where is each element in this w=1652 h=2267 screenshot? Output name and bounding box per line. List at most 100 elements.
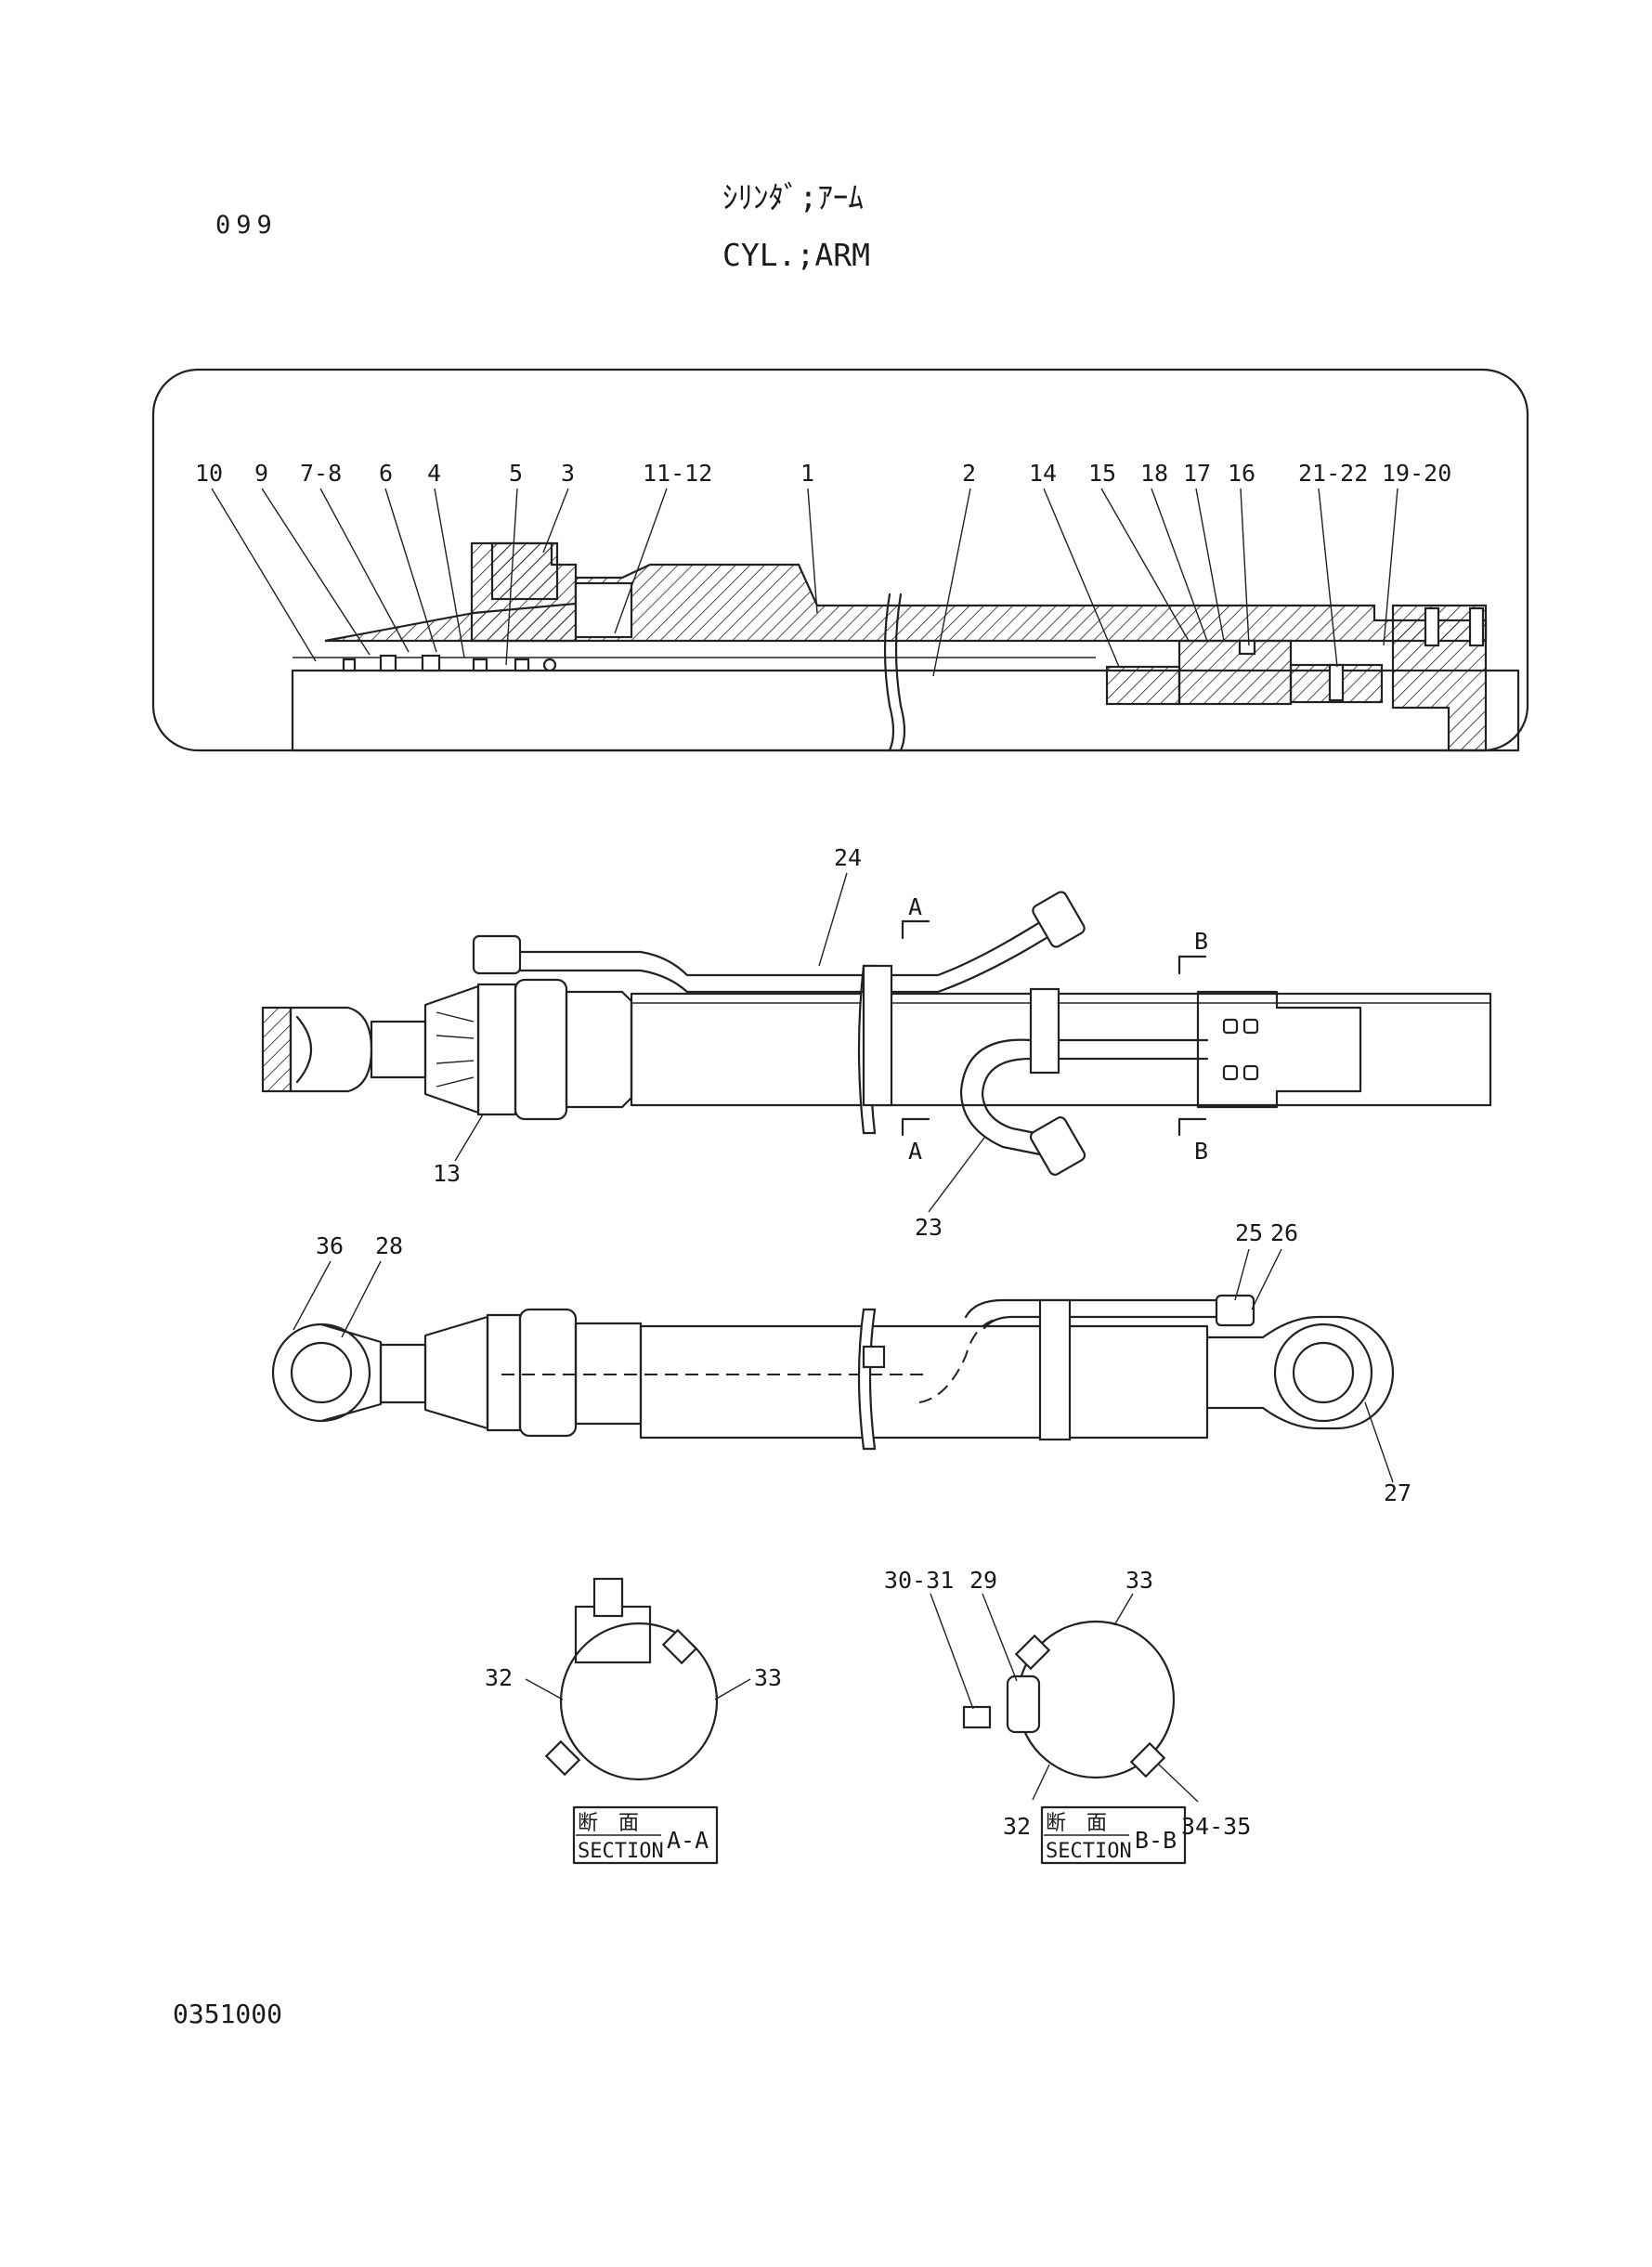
callout-33-a: 33 xyxy=(754,1664,782,1691)
title-japanese: ｼﾘﾝﾀﾞ;ｱｰﾑ xyxy=(722,179,864,215)
section-b-label-id: B-B xyxy=(1135,1827,1177,1854)
rod-eye-bore xyxy=(290,1341,353,1404)
leader-30-31 xyxy=(930,1593,974,1710)
side-gland-taper xyxy=(423,1315,489,1430)
section-b-bolt xyxy=(962,1705,992,1729)
leader-32-b xyxy=(1032,1764,1050,1801)
piston xyxy=(1105,665,1181,706)
section-b-label-en: SECTION xyxy=(1046,1840,1132,1863)
section-a-clamp-bolt-bottom xyxy=(544,1739,581,1777)
side-pipe-lower xyxy=(982,1315,1228,1330)
section-b-bracket xyxy=(1006,1674,1041,1734)
pipe-23-bend-outer xyxy=(959,1038,1051,1158)
callout-36: 36 xyxy=(316,1232,344,1259)
rod-neck xyxy=(370,1020,427,1079)
callout-3: 3 xyxy=(561,460,575,487)
side-clamp xyxy=(1038,1298,1072,1441)
pipe-hidden-line xyxy=(918,1318,999,1403)
clamp-b xyxy=(1029,987,1060,1075)
callout-28: 28 xyxy=(375,1232,403,1259)
section-b-clamp-bolt-bottom xyxy=(1129,1741,1166,1778)
section-a-label-box xyxy=(572,1805,719,1865)
callout-18: 18 xyxy=(1140,460,1168,487)
callout-26: 26 xyxy=(1270,1219,1298,1246)
section-b-clamp-bolt-top xyxy=(1014,1634,1051,1671)
section-a-barrel xyxy=(559,1622,719,1781)
bottom-eye-outer xyxy=(1273,1322,1373,1423)
callout-19-20: 19-20 xyxy=(1382,460,1451,487)
cylinder-head xyxy=(514,978,568,1121)
callout-13: 13 xyxy=(433,1160,461,1187)
callout-30-31: 30-31 xyxy=(884,1567,954,1594)
callout-21-22: 21-22 xyxy=(1298,460,1368,487)
callout-32-a: 32 xyxy=(485,1664,513,1691)
section-b-b-view: 30-31 29 33 32 34-35 断 面 SECTION B-B xyxy=(884,1567,1251,1865)
leader-23 xyxy=(928,1137,985,1213)
side-cylinder-head xyxy=(518,1308,578,1438)
clamp-a xyxy=(862,964,893,1107)
callout-11-12: 11-12 xyxy=(643,460,712,487)
callout-6: 6 xyxy=(379,460,393,487)
callout-27: 27 xyxy=(1384,1479,1411,1506)
bottom-eye-body xyxy=(1205,1315,1395,1430)
side-gland-flange xyxy=(486,1313,522,1432)
section-a-a-view: 32 33 断 面 SECTION A-A xyxy=(485,1577,782,1865)
break-line-right xyxy=(894,593,906,752)
section-b-label-jp: 断 面 xyxy=(1046,1812,1107,1835)
leader-25 xyxy=(1234,1248,1250,1301)
callout-9: 9 xyxy=(254,460,268,487)
section-a-fitting xyxy=(592,1577,624,1618)
callout-17: 17 xyxy=(1183,460,1211,487)
bottom-eye-top xyxy=(1196,990,1362,1109)
piston-body xyxy=(1177,639,1293,706)
detail-callout-labels: 10 9 7-8 6 4 5 3 11-12 1 2 14 15 18 17 1… xyxy=(195,460,1451,487)
threaded-port xyxy=(574,581,633,639)
pipe-24-end-fitting xyxy=(1032,891,1086,948)
cylinder-barrel xyxy=(630,992,1492,1107)
gland-ribs xyxy=(436,1011,475,1088)
pipe-24-fitting xyxy=(472,934,522,975)
side-view: 36 28 25 26 27 xyxy=(271,1219,1411,1506)
drawing-code: 0351000 xyxy=(173,1999,282,2029)
side-pipe-upper xyxy=(964,1298,1228,1319)
callout-2: 2 xyxy=(962,460,976,487)
bottom-bolt-1 xyxy=(1222,1018,1239,1035)
leader-32-a xyxy=(525,1678,564,1700)
section-marker-b-top: B xyxy=(1194,928,1208,955)
gland-taper xyxy=(423,984,480,1114)
callout-23: 23 xyxy=(915,1214,943,1241)
detail-leader-lines xyxy=(211,488,1398,677)
page-number: 099 xyxy=(215,211,278,240)
callout-10: 10 xyxy=(195,460,223,487)
section-marker-b-bottom: B xyxy=(1194,1138,1208,1165)
pipe-23-bend-inner xyxy=(981,1057,1060,1140)
section-a-label-jp: 断 面 xyxy=(578,1812,639,1835)
gland-flange xyxy=(476,983,517,1116)
callout-7-8: 7-8 xyxy=(300,460,342,487)
cylinder-head-boss xyxy=(490,541,559,601)
side-fitting xyxy=(1215,1294,1255,1327)
pipe-24-lower xyxy=(518,918,1079,994)
rod-eye-outer xyxy=(271,1322,371,1423)
callout-16: 16 xyxy=(1228,460,1255,487)
title-english: CYL.;ARM xyxy=(722,237,870,273)
bottom-bolt-4 xyxy=(1242,1064,1259,1081)
leader-34-35 xyxy=(1158,1764,1199,1803)
callout-15: 15 xyxy=(1088,460,1116,487)
set-screw xyxy=(1328,663,1345,702)
rod-eye-bushing xyxy=(295,1015,313,1084)
leader-26 xyxy=(1251,1248,1282,1310)
top-view: A A B B 24 13 23 xyxy=(261,844,1492,1241)
callout-29: 29 xyxy=(969,1567,997,1594)
leader-33-b xyxy=(1113,1593,1134,1626)
piston-rod xyxy=(291,669,1520,752)
bottom-port xyxy=(1424,606,1440,647)
side-clamp-small xyxy=(862,1345,886,1369)
bottom-bolt-3 xyxy=(1222,1064,1239,1081)
cylinder-bottom xyxy=(1391,604,1488,752)
leader-29 xyxy=(982,1593,1018,1682)
pipe-23-end-fitting xyxy=(1029,1116,1086,1176)
callout-5: 5 xyxy=(509,460,523,487)
leader-13 xyxy=(454,1114,484,1162)
